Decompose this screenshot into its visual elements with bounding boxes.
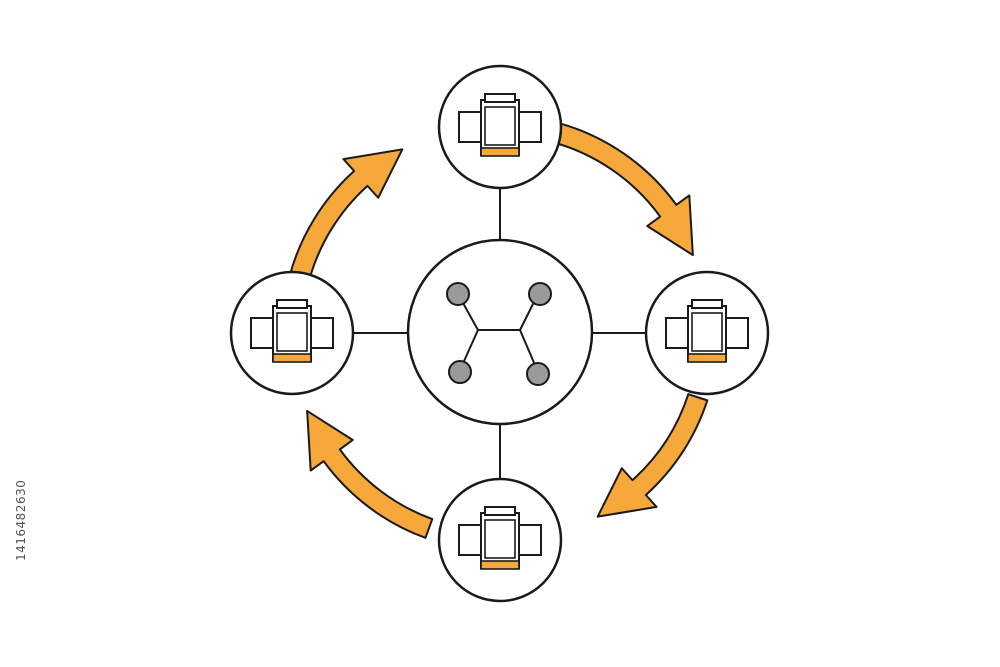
connector-lines [353, 188, 647, 480]
outer-node-left [229, 270, 355, 396]
outer-node-bottom [437, 477, 563, 603]
modular-device-icon [458, 93, 542, 157]
outer-nodes [229, 64, 770, 603]
modular-device-icon [250, 299, 334, 363]
cycle-arrow-bottom-to-left [306, 409, 434, 539]
center-node [406, 238, 594, 426]
cycle-arrows [288, 121, 709, 539]
modular-device-icon [665, 299, 749, 363]
outer-node-top [437, 64, 563, 190]
cycle-arrow-right-to-bottom [596, 393, 709, 518]
network-hub-icon [446, 282, 552, 386]
cycle-arrow-top-to-right [550, 121, 694, 257]
cycle-arrow-left-to-top [288, 148, 404, 283]
outer-node-right [644, 270, 770, 396]
image-id-label: 1416482630 [14, 479, 28, 561]
modular-device-icon [458, 506, 542, 570]
